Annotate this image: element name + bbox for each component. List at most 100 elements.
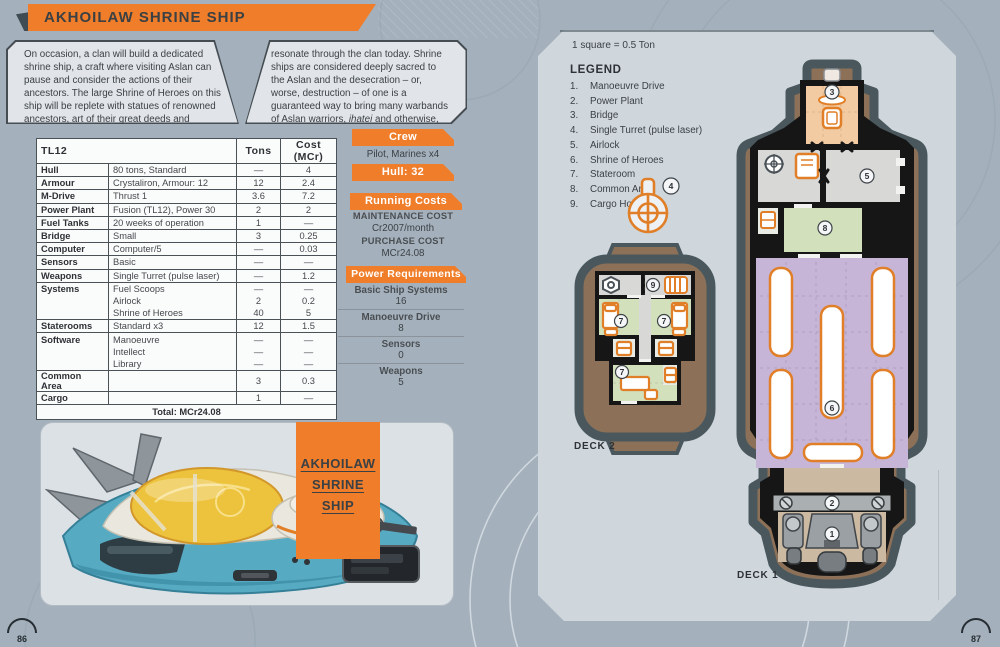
svg-text:6: 6 xyxy=(830,403,835,413)
power-item-label: Weapons xyxy=(379,366,423,377)
spec-cell: Hull xyxy=(36,162,109,178)
spec-cell xyxy=(36,357,109,371)
power-item-label: Basic Ship Systems xyxy=(354,285,448,296)
crew-title: Crew xyxy=(388,131,418,143)
spec-cell: Cargo xyxy=(36,390,109,406)
spec-row: Library—— xyxy=(36,357,337,371)
spec-cell: 3 xyxy=(236,370,281,392)
deck2-plan: 9 7 7 7 xyxy=(574,243,716,455)
spec-cell: Computer/5 xyxy=(108,242,237,257)
legend-title: LEGEND xyxy=(570,64,622,76)
spec-cell: Airlock xyxy=(108,294,237,308)
purchase-value: MCr24.08 xyxy=(381,248,425,259)
spec-cell: 0.3 xyxy=(280,370,337,392)
page-number-left: 86 xyxy=(4,618,40,644)
scale-note: 1 square = 0.5 Ton xyxy=(572,40,655,51)
power-requirements-title: Power Requirements xyxy=(351,268,461,280)
spec-cell: Staterooms xyxy=(36,319,109,334)
spec-cell: Power Plant xyxy=(36,202,109,217)
spec-cell: Common Area xyxy=(36,370,109,392)
page-number-arc xyxy=(7,618,37,633)
power-item-value: 8 xyxy=(398,323,404,334)
spec-cell: — xyxy=(236,268,281,283)
spec-cell: — xyxy=(236,345,281,358)
svg-text:9: 9 xyxy=(651,280,656,290)
spec-cell: 0.03 xyxy=(280,242,337,257)
svg-text:3: 3 xyxy=(830,87,835,97)
spec-cell: Basic xyxy=(108,255,237,270)
spec-cell: Fuel Scoops xyxy=(108,281,237,295)
spec-row: Intellect—— xyxy=(36,345,337,358)
spec-cell: 12 xyxy=(236,176,281,191)
spec-cell: 1.2 xyxy=(280,268,337,283)
spec-cell: Library xyxy=(108,357,237,371)
page-number-arc xyxy=(961,618,991,633)
power-requirements-banner: Power Requirements xyxy=(346,266,466,283)
spec-cell: 1 xyxy=(236,215,281,230)
running-costs-title: Running Costs xyxy=(364,195,448,207)
spec-cell xyxy=(36,345,109,358)
spec-cell: — xyxy=(236,255,281,270)
spec-header-tons: Tons xyxy=(236,138,281,164)
spec-cell: Single Turret (pulse laser) xyxy=(108,268,237,283)
hatch-pattern xyxy=(378,0,538,38)
legend-item: 4.Single Turret (pulse laser) xyxy=(570,125,703,137)
deck1-badges: 3 5 8 6 2 1 xyxy=(817,84,875,542)
legend-item: 5.Airlock xyxy=(570,139,620,151)
legend-item: 2.Power Plant xyxy=(570,95,643,107)
spec-cell: Computer xyxy=(36,242,109,257)
power-item-value: 16 xyxy=(395,296,407,307)
page-title: AKHOILAW SHRINE SHIP xyxy=(44,9,246,26)
power-item-label: Manoeuvre Drive xyxy=(361,312,441,323)
power-item-value: 5 xyxy=(398,377,404,388)
spec-cell: 4 xyxy=(280,162,337,178)
svg-text:7: 7 xyxy=(662,316,667,326)
panel-top-edge xyxy=(560,30,934,32)
running-costs-banner: Running Costs xyxy=(350,193,462,210)
power-item-value: 0 xyxy=(398,350,404,361)
spec-cell: 3 xyxy=(236,228,281,244)
spec-cell xyxy=(36,307,109,321)
spec-cell: 20 weeks of operation xyxy=(108,215,237,230)
spec-cell: 80 tons, Standard xyxy=(108,162,237,178)
spec-cell: Fusion (TL12), Power 30 xyxy=(108,202,237,217)
spec-cell: — xyxy=(236,281,281,295)
deck1-label: DECK 1 xyxy=(737,570,779,581)
spec-cell: — xyxy=(280,357,337,371)
spec-cell: — xyxy=(280,332,337,346)
spec-cell: Thrust 1 xyxy=(108,189,237,204)
spec-cell: Systems xyxy=(36,281,109,295)
intro-box-right: resonate through the clan today. Shrine … xyxy=(245,40,467,124)
spec-cell: Weapons xyxy=(36,268,109,283)
svg-text:4: 4 xyxy=(669,181,674,191)
spec-cell xyxy=(36,294,109,308)
power-divider xyxy=(338,336,464,337)
spec-cell: Small xyxy=(108,228,237,244)
crew-value: Pilot, Marines x4 xyxy=(366,149,440,160)
spec-total: Total: MCr24.08 xyxy=(36,404,337,421)
spec-cell: 12 xyxy=(236,319,281,334)
page-title-banner: AKHOILAW SHRINE SHIP xyxy=(28,4,376,31)
spec-header-tl: TL12 xyxy=(36,138,237,164)
spec-total-row: Total: MCr24.08 xyxy=(36,404,337,421)
maintenance-label: MAINTENANCE COST xyxy=(352,211,454,221)
spec-cell: — xyxy=(236,357,281,371)
legend-item: 8.Common Area xyxy=(570,183,653,195)
spec-header-cost: Cost (MCr) xyxy=(280,138,337,164)
deck2-badges: 9 7 7 7 xyxy=(613,277,672,380)
deck2-label: DECK 2 xyxy=(574,441,616,452)
